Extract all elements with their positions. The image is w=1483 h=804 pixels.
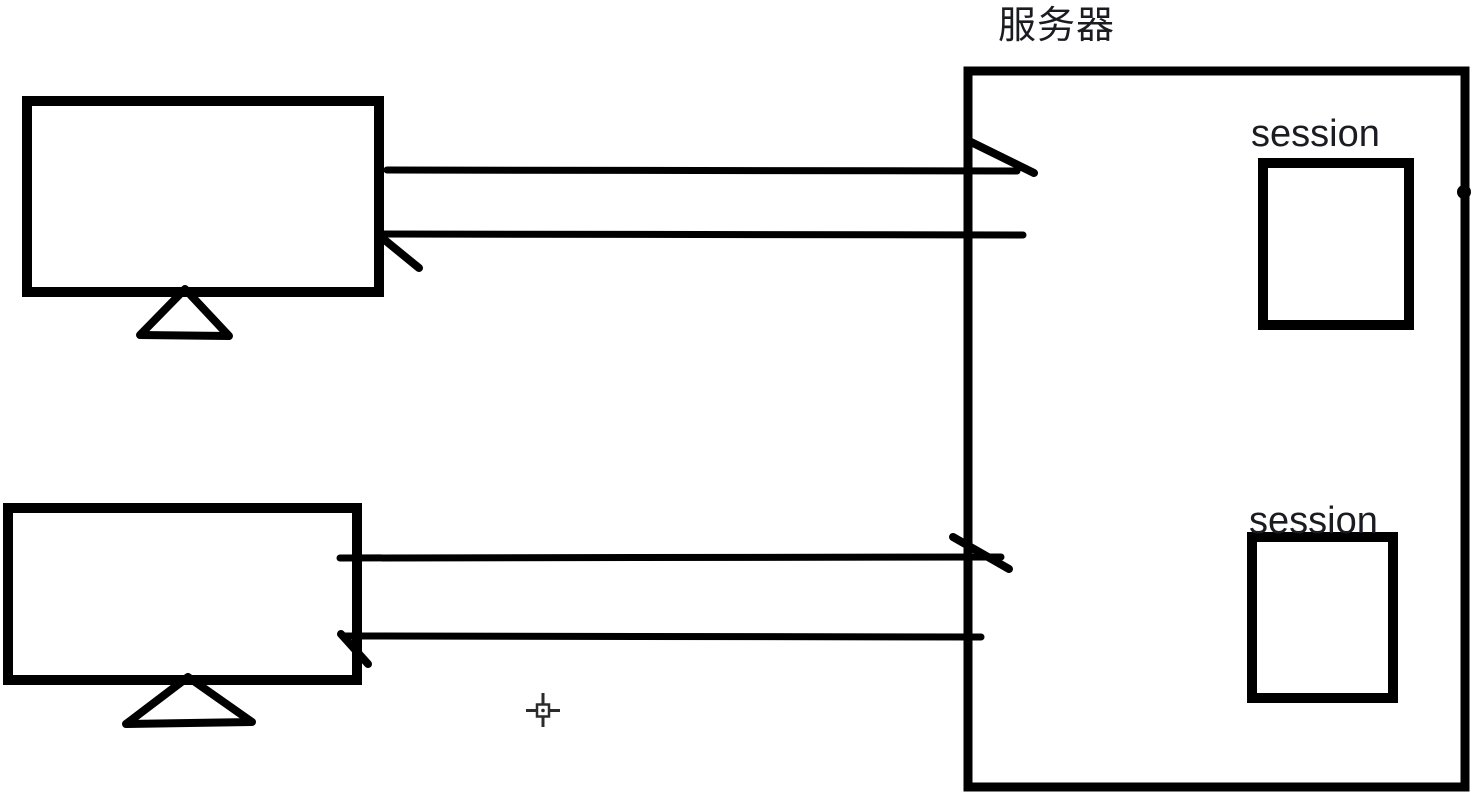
session-label-2: session (1249, 500, 1378, 542)
session-box-2 (1247, 532, 1398, 703)
crosshair-cursor-icon (526, 693, 560, 727)
client-1-monitor (22, 96, 384, 297)
arrow-server-to-client1 (375, 230, 1027, 272)
arrow-line (339, 632, 985, 641)
server-label: 服务器 (998, 5, 1115, 47)
arrowhead-slash (949, 533, 1013, 573)
client-1-stand (136, 285, 233, 340)
arrowhead-slash (377, 233, 423, 272)
arrowhead-slash (337, 630, 372, 668)
session-label-1: session (1251, 113, 1380, 155)
cursor-center-dot (541, 708, 545, 713)
server-edge-dot (1457, 185, 1471, 199)
client-2-stand (122, 673, 256, 728)
arrow-server-to-client2 (337, 630, 985, 668)
arrowhead-slash (967, 138, 1038, 177)
arrow-line (375, 230, 1027, 239)
session-box-1 (1258, 158, 1414, 330)
arrow-client1-to-server (383, 138, 1038, 177)
server-box (963, 66, 1470, 792)
arrow-line (336, 553, 1005, 562)
arrow-client2-to-server (336, 533, 1013, 573)
client-computer-1 (22, 96, 384, 340)
arrow-line (383, 166, 1021, 175)
label-layer: 服务器 session session (998, 5, 1380, 542)
ink-layer (3, 66, 1471, 792)
client-computer-2 (3, 503, 362, 728)
